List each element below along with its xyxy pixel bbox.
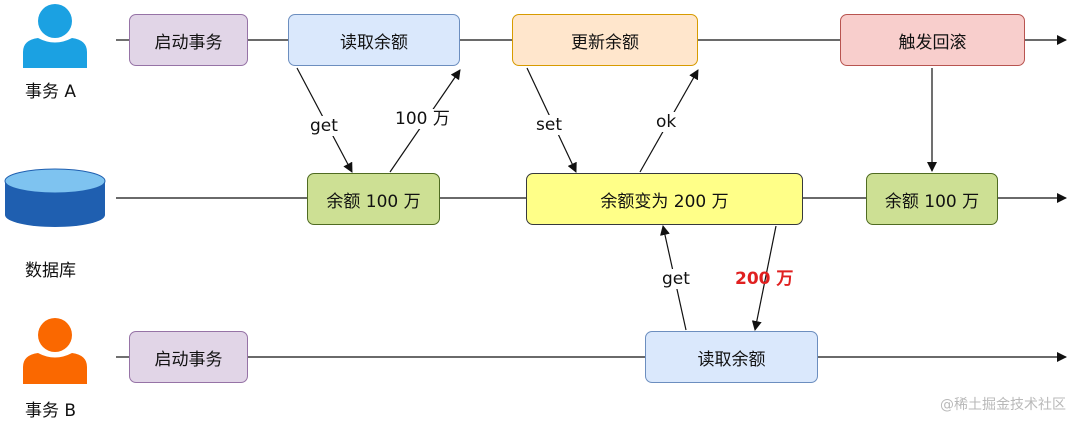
tx-a-update-box: 更新余额 <box>512 14 698 66</box>
watermark: @稀土掘金技术社区 <box>940 397 1066 413</box>
edge-label-get-b: get <box>660 269 692 289</box>
edge-label-ok-a: ok <box>654 112 679 132</box>
actor-label-tx-a: 事务 A <box>25 82 77 102</box>
database-icon <box>4 168 106 227</box>
tx-a-start-box: 启动事务 <box>129 14 248 66</box>
tx-b-start-box: 启动事务 <box>129 331 248 383</box>
edge-label-get-a: get <box>308 116 340 136</box>
edge-label-return-200: 200 万 <box>735 269 794 289</box>
edge-label-return-100: 100 万 <box>393 109 452 129</box>
db-balance-200-box: 余额变为 200 万 <box>526 173 803 225</box>
person-icon-tx-b <box>23 318 87 384</box>
edge-label-set-a: set <box>534 115 564 135</box>
tx-b-read-box: 读取余额 <box>645 331 818 383</box>
person-icon-tx-a <box>23 4 87 68</box>
tx-a-read-box: 读取余额 <box>288 14 460 66</box>
actor-label-database: 数据库 <box>25 261 76 281</box>
db-balance-100-box: 余额 100 万 <box>307 173 440 225</box>
arrow-return-200 <box>751 225 777 331</box>
db-balance-100-restored-box: 余额 100 万 <box>866 173 998 225</box>
tx-a-rollback-box: 触发回滚 <box>840 14 1025 66</box>
actor-label-tx-b: 事务 B <box>25 401 77 421</box>
